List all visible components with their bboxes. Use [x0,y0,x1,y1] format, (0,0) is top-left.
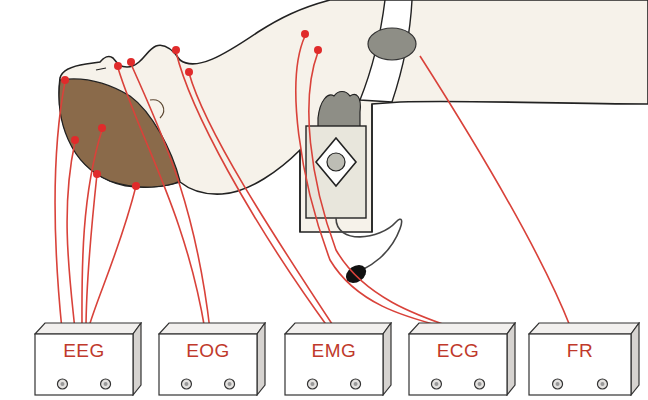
recorder-box: FR [528,322,640,396]
cuff-gauge [316,138,356,186]
recorder-box: EMG [284,322,392,396]
box-label: ECG [437,341,480,360]
electrode-wires [55,36,570,330]
eye [96,68,106,70]
cuff-dial [327,153,345,171]
hand [318,92,360,131]
recorder-box: EOG [158,322,266,396]
box-label: EOG [186,341,230,360]
electrodes [61,30,322,190]
hair [59,79,180,187]
cuff-tube [336,218,402,270]
box-label: EEG [63,341,105,360]
ear [150,100,164,118]
recorder-box: ECG [408,322,516,396]
box-label: FR [567,341,593,360]
box-label: EMG [312,341,357,360]
respiration-sensor [368,28,416,60]
body-outline [59,0,648,232]
recorder-box: EEG [34,322,142,396]
